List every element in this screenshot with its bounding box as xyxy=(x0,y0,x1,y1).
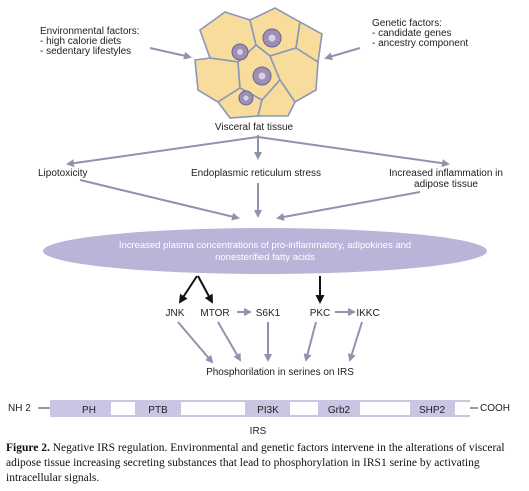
figure-caption: Figure 2. Negative IRS regulation. Envir… xyxy=(6,441,524,486)
inflammation-label-line2: adipose tissue xyxy=(414,179,478,190)
tissue-arrows xyxy=(66,135,450,168)
env-factor-item: - high calorie diets xyxy=(40,36,122,47)
kinase-ikkc: IKKC xyxy=(356,308,380,319)
gen-arrow xyxy=(324,47,361,61)
env-arrow xyxy=(149,47,192,60)
tissue-label: Visceral fat tissue xyxy=(214,122,294,133)
plasma-text-line: Increased plasma concentrations of pro-i… xyxy=(118,240,412,251)
kinase-jnk: JNK xyxy=(165,308,185,319)
ellipse-kinase-arrows xyxy=(178,275,325,304)
lipotoxicity-label: Lipotoxicity xyxy=(38,168,88,179)
caption-label: Figure 2. xyxy=(6,442,50,454)
domain-ptb: PTB xyxy=(148,405,168,416)
gen-factor-item: - candidate genes xyxy=(372,28,452,39)
domain-shp2: SHP2 xyxy=(418,405,446,416)
phospho-label: Phosphorilation in serines on IRS xyxy=(206,367,354,378)
cell-nuclei xyxy=(231,28,282,106)
kinase-s6k1: S6K1 xyxy=(255,308,281,319)
er-stress-label: Endoplasmic reticulum stress xyxy=(190,168,322,179)
inflammation-label: Increased inflammation in xyxy=(389,168,503,179)
cooh-label: COOH xyxy=(480,403,510,414)
plasma-text-line: nonesterified fatty acids xyxy=(215,252,315,263)
domain-ph: PH xyxy=(82,405,96,416)
irs-gaps xyxy=(111,402,470,415)
kinase-mtor: MTOR xyxy=(200,308,230,319)
env-factor-item: - sedentary lifestyles xyxy=(40,46,132,57)
plasma-ellipse xyxy=(43,228,487,274)
plasma-text: Increased plasma concentrations of pro-i… xyxy=(110,240,420,264)
domain-grb2: Grb2 xyxy=(327,405,351,416)
kinase-pkc: PKC xyxy=(309,308,331,319)
fat-tissue-illustration xyxy=(194,7,323,119)
caption-text: Negative IRS regulation. Environmental a… xyxy=(6,442,505,484)
domain-pi3k: PI3K xyxy=(257,405,279,416)
gen-factors-title: Genetic factors: xyxy=(372,18,443,29)
fat-cell xyxy=(256,78,296,117)
gen-factor-item: - ancestry component xyxy=(372,38,469,49)
irs-label: IRS xyxy=(249,426,267,437)
nh2-label: NH 2 xyxy=(8,403,31,414)
kinase-phospho-arrows xyxy=(177,321,363,364)
env-factors-title: Environmental factors: xyxy=(40,26,140,37)
factor-arrows xyxy=(149,47,361,61)
outcome-arrows xyxy=(79,179,421,221)
